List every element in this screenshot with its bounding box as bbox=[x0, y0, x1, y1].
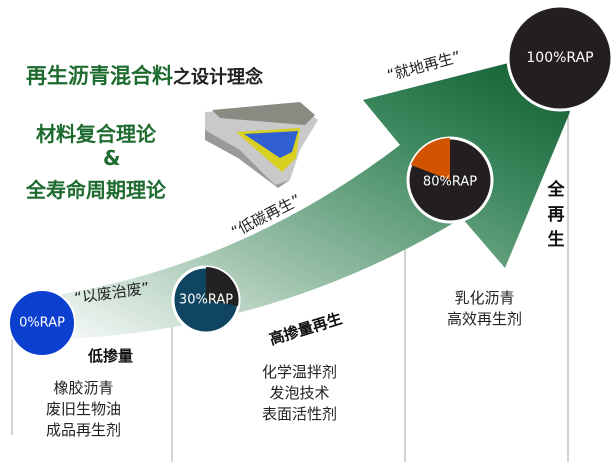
rap-80-slice bbox=[411, 138, 450, 180]
tech-list-80: 乳化沥青 高效再生剂 bbox=[447, 288, 522, 330]
theory-ampersand: & bbox=[103, 146, 121, 170]
progress-arrow bbox=[22, 55, 570, 340]
tech-item: 废旧生物油 bbox=[46, 400, 122, 418]
tech-item: 橡胶沥青 bbox=[53, 379, 114, 397]
rap-30-slice bbox=[206, 267, 239, 306]
stage-low-dosage: 低掺量 bbox=[88, 347, 134, 365]
pavement-layers-image bbox=[205, 102, 318, 188]
theory-life-cycle: 全寿命周期理论 bbox=[26, 178, 166, 202]
rap-100-label: 100%RAP bbox=[526, 50, 594, 66]
rap-100-circle bbox=[506, 4, 614, 112]
tech-item: 化学温拌剂 bbox=[262, 363, 338, 381]
tech-item: 高效再生剂 bbox=[447, 310, 523, 328]
full-regen-char: 再 bbox=[547, 205, 565, 225]
rap-80-label: 80%RAP bbox=[422, 174, 478, 190]
tech-item: 乳化沥青 bbox=[454, 289, 515, 307]
tech-item: 表面活性剂 bbox=[262, 405, 338, 423]
full-regen-char: 全 bbox=[547, 180, 565, 200]
rap-30-label: 30%RAP bbox=[178, 292, 234, 308]
rap-0-label: 0%RAP bbox=[19, 315, 65, 331]
page-title: 再生沥青混合料之设计理念 bbox=[26, 64, 263, 88]
tech-item: 发泡技术 bbox=[269, 384, 330, 402]
tech-item: 成品再生剂 bbox=[46, 421, 122, 439]
stage-full-regen: 全 再 生 bbox=[547, 178, 565, 253]
full-regen-char: 生 bbox=[547, 230, 565, 250]
rap-0-circle bbox=[8, 289, 76, 357]
tech-list-low: 橡胶沥青 废旧生物油 成品再生剂 bbox=[46, 378, 121, 441]
tech-list-high: 化学温拌剂 发泡技术 表面活性剂 bbox=[262, 362, 337, 425]
theory-material-composite: 材料复合理论 bbox=[36, 122, 156, 146]
